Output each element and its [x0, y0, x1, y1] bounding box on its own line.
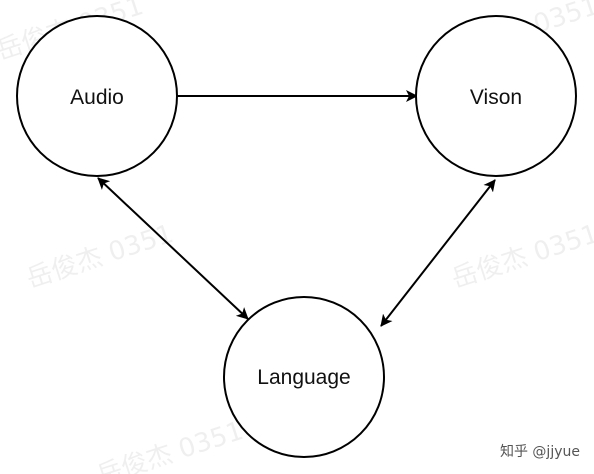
- node-audio[interactable]: Audio: [16, 15, 178, 177]
- watermark-text: 岳俊杰 0351: [448, 219, 594, 295]
- credit-text: 知乎 @jjyue: [500, 443, 580, 460]
- edge-audio-language: [97, 177, 249, 320]
- node-language[interactable]: Language: [223, 296, 385, 458]
- node-vision[interactable]: Vison: [415, 15, 577, 177]
- node-vision-circle: [415, 15, 577, 177]
- node-vision-label: Vison: [470, 86, 522, 109]
- node-audio-label: Audio: [70, 86, 124, 109]
- edge-vision-language: [380, 179, 496, 327]
- node-language-label: Language: [257, 366, 350, 389]
- node-language-circle: [223, 296, 385, 458]
- watermark-text: 岳俊杰 0351: [93, 416, 247, 474]
- node-audio-circle: [16, 15, 178, 177]
